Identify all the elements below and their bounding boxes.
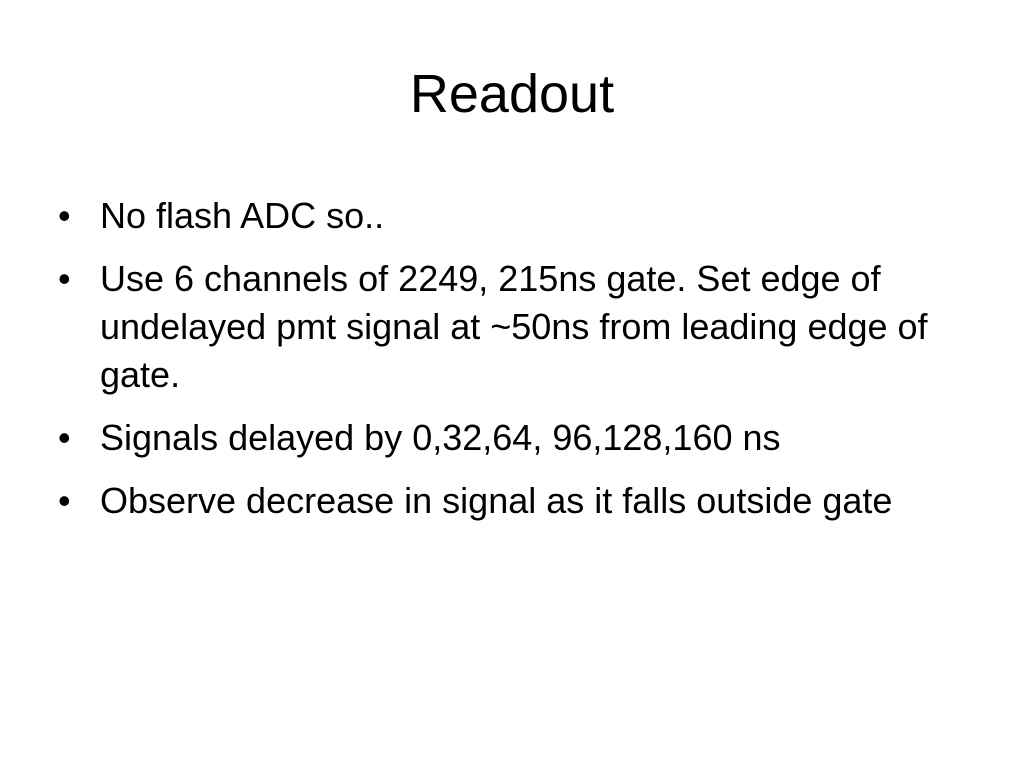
slide-title: Readout xyxy=(409,64,615,124)
bullet-icon: • xyxy=(58,480,71,521)
bullet-text: Observe decrease in signal as it falls o… xyxy=(100,480,893,521)
bullet-text: No flash ADC so.. xyxy=(100,195,385,236)
bullet-item: • Signals delayed by 0,32,64, 96,128,160… xyxy=(58,414,988,462)
bullet-item: • Observe decrease in signal as it falls… xyxy=(58,477,988,525)
bullet-icon: • xyxy=(58,417,71,458)
bullet-list: • No flash ADC so.. • Use 6 channels of … xyxy=(58,192,988,540)
bullet-icon: • xyxy=(58,195,71,236)
bullet-text: Signals delayed by 0,32,64, 96,128,160 n… xyxy=(100,417,781,458)
bullet-item: • Use 6 channels of 2249, 215ns gate. Se… xyxy=(58,255,988,399)
bullet-item: • No flash ADC so.. xyxy=(58,192,988,240)
bullet-text: Use 6 channels of 2249, 215ns gate. Set … xyxy=(100,258,928,395)
bullet-icon: • xyxy=(58,258,71,299)
